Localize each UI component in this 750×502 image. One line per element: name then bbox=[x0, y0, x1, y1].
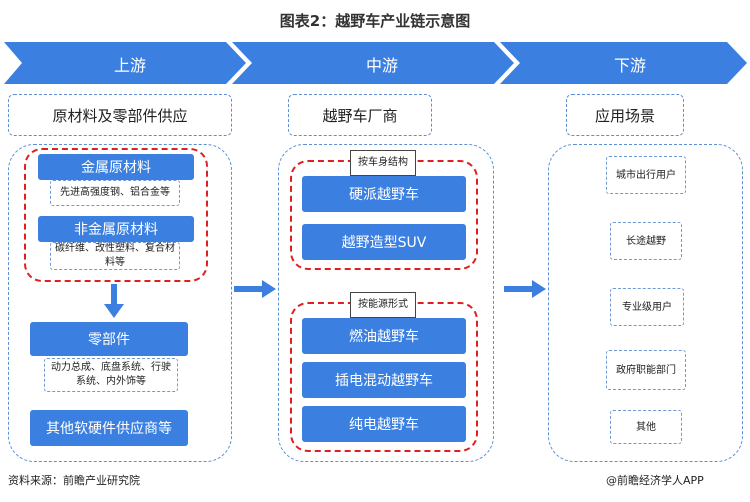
parts-desc: 动力总成、底盘系统、行驶系统、内外饰等 bbox=[44, 358, 178, 392]
page-title: 图表2：越野车产业链示意图 bbox=[279, 12, 471, 30]
scene-item: 城市出行用户 bbox=[606, 156, 686, 194]
arrow-right-icon bbox=[234, 280, 276, 298]
down-arrow-icon bbox=[104, 284, 124, 318]
metal-materials-box: 金属原材料 bbox=[38, 154, 194, 180]
stage-downstream-label: 下游 bbox=[613, 56, 646, 75]
scene-item: 专业级用户 bbox=[610, 288, 684, 326]
chevron-midstream bbox=[232, 42, 514, 84]
stage-chevrons bbox=[4, 42, 747, 84]
nonmetal-materials-desc: 碳纤维、改性塑料、复合材料等 bbox=[50, 242, 180, 270]
metal-materials-desc: 先进高强度钢、铝合金等 bbox=[50, 180, 180, 206]
structure-item: 越野造型SUV bbox=[302, 224, 466, 260]
source-note: 资料来源：前瞻产业研究院 bbox=[8, 474, 140, 487]
stage-upstream-label: 上游 bbox=[113, 56, 146, 75]
midstream-header: 越野车厂商 bbox=[288, 94, 432, 136]
by-structure-tag: 按车身结构 bbox=[350, 150, 416, 176]
structure-item: 硬派越野车 bbox=[302, 176, 466, 212]
nonmetal-materials-box: 非金属原材料 bbox=[38, 216, 194, 242]
energy-item: 燃油越野车 bbox=[302, 318, 466, 354]
upstream-header: 原材料及零部件供应 bbox=[8, 94, 232, 136]
scene-item: 其他 bbox=[610, 410, 682, 444]
downstream-header: 应用场景 bbox=[566, 94, 684, 136]
energy-item: 插电混动越野车 bbox=[302, 362, 466, 398]
by-energy-tag: 按能源形式 bbox=[350, 292, 416, 318]
scene-item: 政府职能部门 bbox=[606, 350, 686, 390]
chevron-downstream bbox=[500, 42, 747, 84]
chevron-upstream bbox=[4, 42, 246, 84]
scene-item: 长途越野 bbox=[610, 222, 682, 260]
brand-note: @前瞻经济学人APP bbox=[606, 474, 704, 487]
parts-box: 零部件 bbox=[30, 322, 188, 356]
stage-midstream-label: 中游 bbox=[365, 56, 398, 75]
arrow-right-icon bbox=[504, 280, 546, 298]
other-suppliers-box: 其他软硬件供应商等 bbox=[30, 410, 188, 446]
energy-item: 纯电越野车 bbox=[302, 406, 466, 442]
